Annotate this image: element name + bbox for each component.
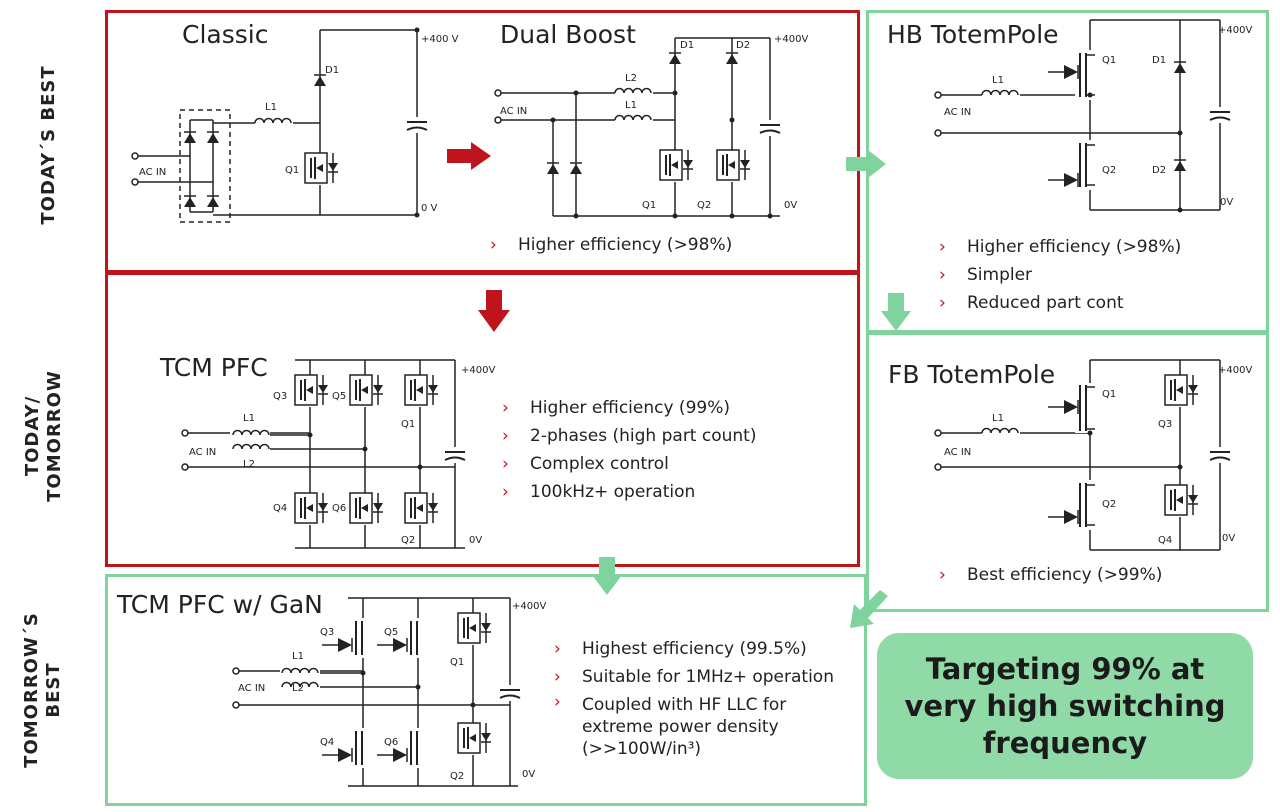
panel-tcm-pfc [105, 272, 860, 567]
label-l1: L1 [625, 100, 637, 111]
bullet-item: Higher efficiency (99%) [502, 394, 756, 422]
label-q1: Q1 [1102, 55, 1116, 66]
label-vplus: +400V [1218, 25, 1252, 36]
circuit-classic: AC IN L1 D1 Q1 +400 V 0 V [131, 27, 459, 223]
bullets-hb-totempole: Higher efficiency (>98%) Simpler Reduced… [939, 233, 1181, 317]
label-l1: L1 [292, 651, 304, 662]
title-tcm-pfc: TCM PFC [160, 353, 268, 382]
circuit-tcm-pfc: AC IN L1 L2 Q3 Q5 Q1 Q4 Q6 Q2 +400V 0V [181, 359, 495, 549]
arrow-down-green-icon [592, 557, 622, 595]
label-q5: Q5 [384, 627, 398, 638]
arrow-down-red-icon [478, 290, 510, 332]
row-label-today-best: TODAY´S BEST [38, 65, 59, 225]
label-d1: D1 [680, 40, 694, 51]
row-label-today-tomorrow: TODAY/ TOMORROW [22, 370, 65, 502]
circuit-dual-boost: AC IN L2 L1 D1 D2 Q1 Q2 +400V 0V [494, 34, 808, 219]
panel-fb-totempole [866, 332, 1269, 612]
label-q1: Q1 [450, 657, 464, 668]
bullet-item: 100kHz+ operation [502, 478, 756, 506]
label-vzero: 0 V [421, 203, 438, 214]
label-d1: D1 [325, 65, 339, 76]
bullet-item: Simpler [939, 261, 1181, 289]
label-q4: Q4 [273, 503, 287, 514]
circuit-hb-totempole: AC IN L1 Q1 Q2 D1 D2 +400V 0V [934, 19, 1252, 213]
label-q2: Q2 [1102, 165, 1116, 176]
label-q1: Q1 [401, 419, 415, 430]
label-d2: D2 [1152, 165, 1166, 176]
panel-classic-dual-boost [105, 10, 860, 273]
label-d2: D2 [736, 40, 750, 51]
label-q3: Q3 [1158, 419, 1172, 430]
bullet-item: Best efficiency (>99%) [939, 561, 1162, 589]
label-ac-in: AC IN [189, 447, 216, 458]
label-l1: L1 [992, 75, 1004, 86]
label-q1: Q1 [1102, 389, 1116, 400]
label-q1: Q1 [285, 165, 299, 176]
label-l1: L1 [243, 413, 255, 424]
arrow-right-green-icon [846, 150, 886, 178]
bullets-fb-totempole: Best efficiency (>99%) [939, 561, 1162, 589]
arrow-diagonal-green-icon [850, 590, 888, 628]
label-l2: L2 [292, 683, 304, 694]
label-vplus: +400V [512, 601, 546, 612]
bullet-item: Coupled with HF LLC for extreme power de… [554, 691, 854, 760]
label-q5: Q5 [332, 391, 346, 402]
label-q4: Q4 [320, 737, 334, 748]
arrow-right-red-icon [447, 142, 491, 170]
callout-box: Targeting 99% at very high switching fre… [877, 633, 1253, 779]
label-ac-in: AC IN [500, 106, 527, 117]
panel-tcm-gan [105, 574, 867, 806]
label-q2: Q2 [1102, 499, 1116, 510]
label-q2: Q2 [450, 771, 464, 782]
title-hb-totempole: HB TotemPole [887, 20, 1059, 49]
label-vplus: +400 V [421, 34, 459, 45]
row-label-tomorrow-best: TOMORROW´S BEST [21, 612, 64, 768]
label-ac-in: AC IN [944, 447, 971, 458]
label-q2: Q2 [401, 535, 415, 546]
title-fb-totempole: FB TotemPole [888, 360, 1056, 389]
label-q1: Q1 [642, 200, 656, 211]
label-vzero: 0V [784, 200, 797, 211]
label-vzero: 0V [1222, 533, 1235, 544]
callout-text: Targeting 99% at very high switching fre… [904, 651, 1226, 760]
label-q4: Q4 [1158, 535, 1172, 546]
label-ac-in: AC IN [139, 167, 166, 178]
label-l2: L2 [243, 459, 255, 470]
label-q6: Q6 [332, 503, 346, 514]
bullet-item: 2-phases (high part count) [502, 422, 756, 450]
label-l2: L2 [625, 73, 637, 84]
label-q6: Q6 [384, 737, 398, 748]
label-l1: L1 [265, 102, 277, 113]
bullets-tcm-gan: Highest efficiency (99.5%) Suitable for … [554, 636, 854, 760]
bullet-item: Highest efficiency (99.5%) [554, 636, 854, 664]
bullet-item: Higher efficiency (>98%) [939, 233, 1181, 261]
label-q3: Q3 [320, 627, 334, 638]
label-vplus: +400V [1218, 365, 1252, 376]
bullet-item: Complex control [502, 450, 756, 478]
panel-hb-totempole [866, 10, 1269, 333]
bullet-item: Higher efficiency (>98%) [490, 231, 732, 259]
title-dual-boost: Dual Boost [500, 20, 636, 49]
label-q2: Q2 [697, 200, 711, 211]
circuit-tcm-gan: AC IN L1 L2 Q3 Q5 Q1 Q4 Q6 Q2 +400V 0V [232, 597, 546, 787]
label-ac-in: AC IN [944, 107, 971, 118]
label-q3: Q3 [273, 391, 287, 402]
bullets-dual-boost: Higher efficiency (>98%) [490, 231, 732, 259]
arrow-down-green-icon [881, 293, 911, 331]
label-vzero: 0V [469, 535, 482, 546]
title-classic: Classic [182, 20, 269, 49]
label-l1: L1 [992, 413, 1004, 424]
circuit-fb-totempole: AC IN L1 Q1 Q2 Q3 Q4 +400V 0V [934, 359, 1252, 551]
label-vplus: +400V [461, 365, 495, 376]
bullets-tcm-pfc: Higher efficiency (99%) 2-phases (high p… [502, 394, 756, 506]
label-vplus: +400V [774, 34, 808, 45]
label-vzero: 0V [522, 769, 535, 780]
label-d1: D1 [1152, 55, 1166, 66]
label-vzero: 0V [1220, 197, 1233, 208]
bullet-item: Reduced part cont [939, 289, 1181, 317]
label-ac-in: AC IN [238, 683, 265, 694]
bullet-item: Suitable for 1MHz+ operation [554, 664, 854, 692]
title-tcm-gan: TCM PFC w/ GaN [117, 590, 323, 619]
